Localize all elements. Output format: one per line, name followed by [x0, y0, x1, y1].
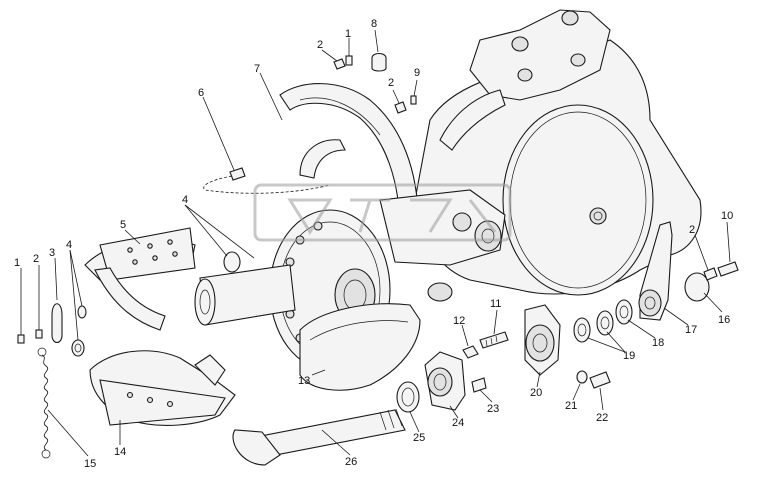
- bearing-housing: [424, 351, 466, 411]
- seal: [396, 381, 420, 413]
- label-18: 18: [652, 337, 664, 349]
- camshaft-bracket: [379, 189, 506, 302]
- label-3: 3: [49, 247, 55, 259]
- brake-shoe-upper: [84, 227, 196, 331]
- spindle: [194, 264, 296, 326]
- label-21: 21: [565, 400, 577, 412]
- watermark-logo: [253, 183, 512, 242]
- grease-fitting: [471, 377, 487, 393]
- brake-shoe-lower: [89, 350, 236, 426]
- return-spring: [37, 347, 51, 459]
- label-26: 26: [345, 456, 357, 468]
- label-10: 10: [721, 210, 733, 222]
- label-1-left: 1: [14, 257, 20, 269]
- label-1-top: 1: [345, 28, 351, 40]
- label-15: 15: [84, 458, 96, 470]
- label-6: 6: [198, 87, 204, 99]
- label-19: 19: [623, 350, 635, 362]
- washer-16: [684, 272, 710, 302]
- label-5: 5: [120, 219, 126, 231]
- label-22: 22: [596, 412, 608, 424]
- label-7: 7: [254, 63, 260, 75]
- label-11: 11: [490, 298, 501, 310]
- nut-12: [462, 345, 479, 359]
- top-bracket: [439, 9, 611, 151]
- label-20: 20: [530, 387, 542, 399]
- part-labels: 1 2 8 7 2 9 6 4 5 1 2 3 4 10 2 11 12 13 …: [14, 18, 733, 470]
- label-14: 14: [114, 446, 126, 458]
- bolt-11: [479, 331, 509, 349]
- top-small-parts: [333, 52, 417, 114]
- label-17: 17: [685, 324, 697, 336]
- label-9: 9: [414, 67, 420, 79]
- washer-21: [576, 370, 588, 384]
- label-2-right: 2: [689, 224, 695, 236]
- label-23: 23: [487, 403, 499, 415]
- washers-19: [573, 310, 614, 343]
- label-4-top: 4: [182, 194, 188, 206]
- label-25: 25: [413, 432, 425, 444]
- label-24: 24: [452, 417, 464, 429]
- label-13: 13: [298, 375, 310, 387]
- label-2-left: 2: [33, 253, 39, 265]
- label-16: 16: [718, 314, 730, 326]
- label-4-left: 4: [66, 239, 72, 251]
- label-12: 12: [453, 315, 465, 327]
- nut-2-right: [703, 267, 718, 281]
- leader-lines: [47, 29, 731, 457]
- slack-adjuster-lever: [638, 221, 673, 321]
- bolt-6: [203, 167, 331, 194]
- bolt-10: [717, 261, 739, 277]
- washer-18: [615, 299, 633, 325]
- camshaft: [232, 408, 406, 466]
- label-8: 8: [371, 18, 377, 30]
- label-2-mid: 2: [388, 77, 394, 89]
- backing-plate: [299, 303, 421, 391]
- label-2-top: 2: [317, 39, 323, 51]
- slack-adjuster-housing: [524, 304, 561, 376]
- bolt-22: [589, 371, 611, 389]
